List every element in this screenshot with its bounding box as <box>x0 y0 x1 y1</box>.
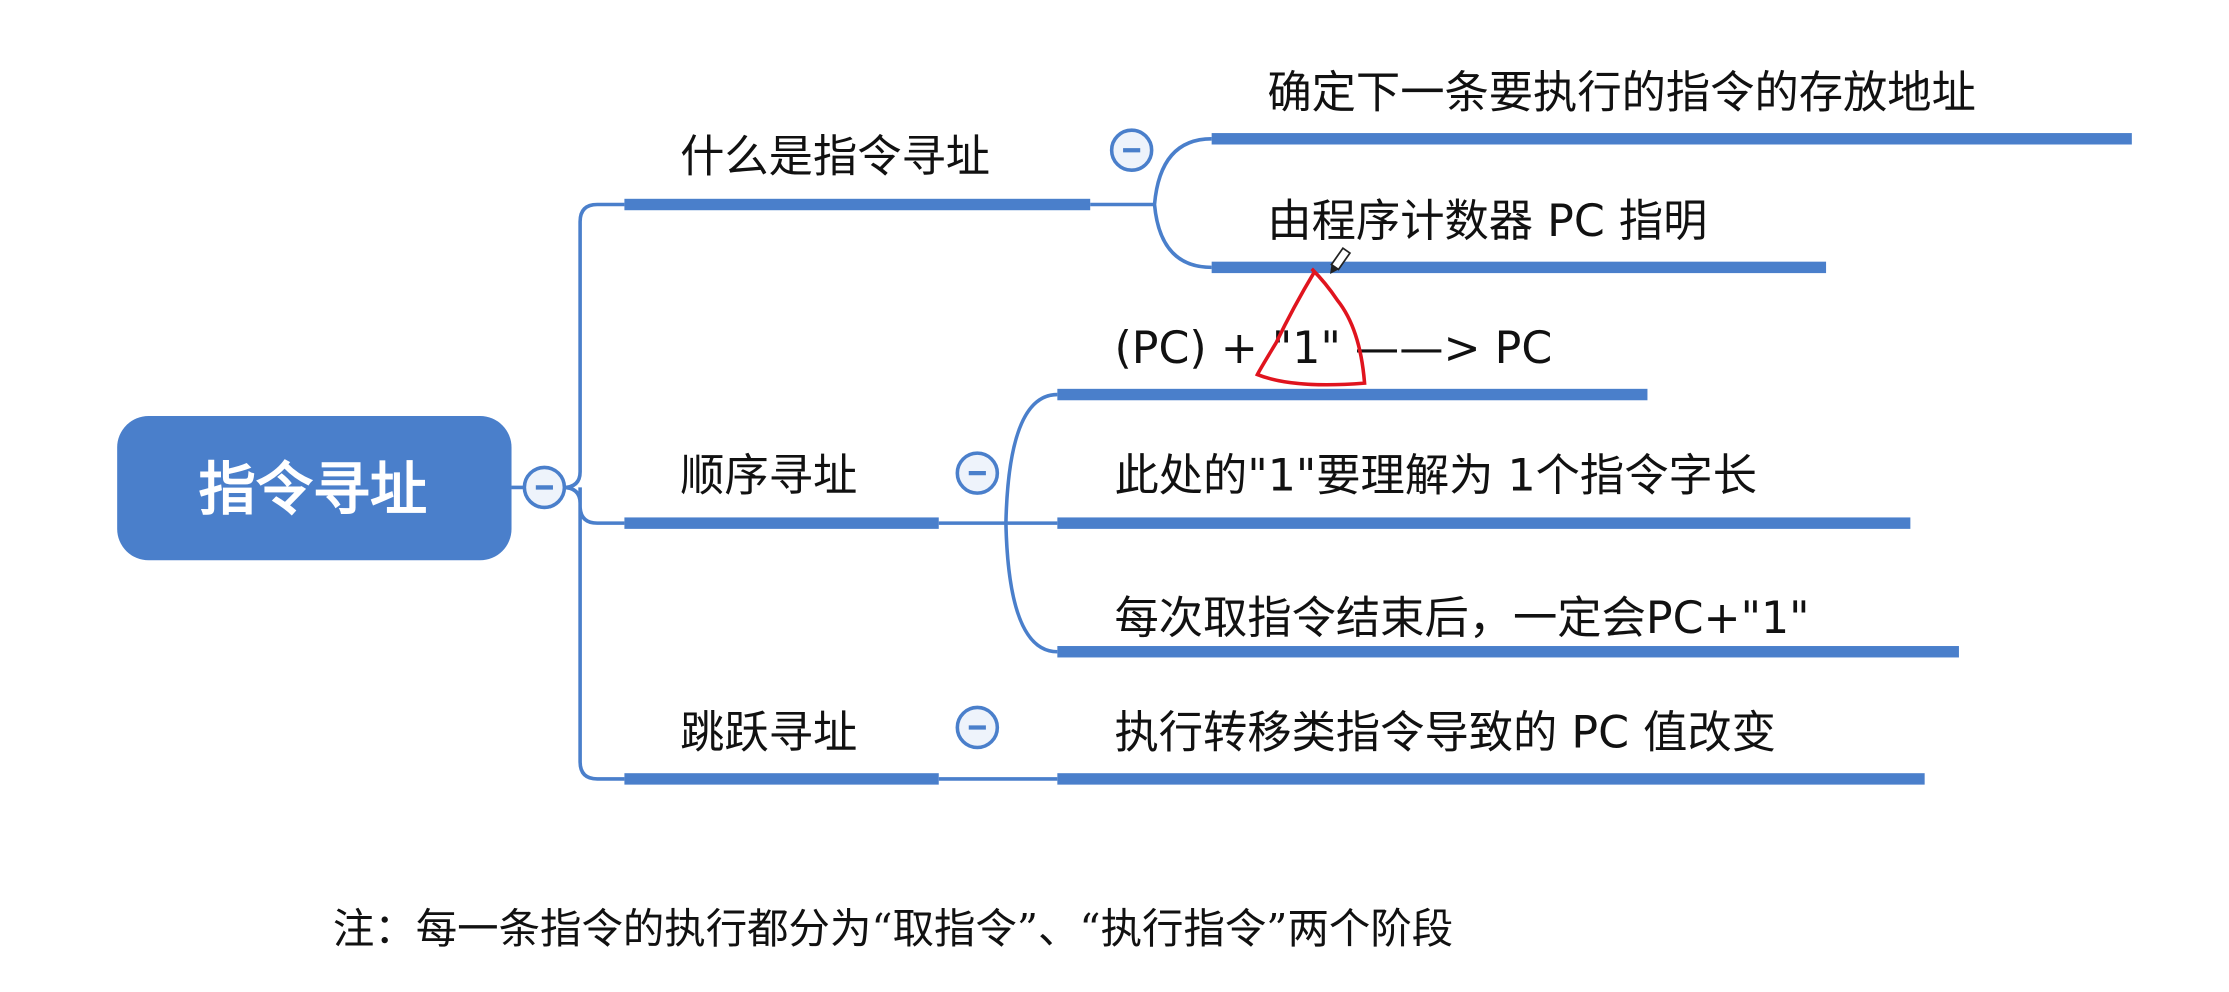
leaf-node[interactable]: 执行转移类指令导致的 PC 值改变 <box>1057 707 1925 785</box>
collapse-root-icon[interactable] <box>522 465 567 510</box>
leaf-label: 确定下一条要执行的指令的存放地址 <box>1267 67 1976 118</box>
branch-node[interactable]: 跳跃寻址 <box>624 707 939 785</box>
leaf-label: (PC) + "1" ——> PC <box>1115 323 1553 374</box>
leaf-node[interactable]: 由程序计数器 PC 指明 <box>1211 196 1827 274</box>
root-node[interactable]: 指令寻址 <box>117 415 512 561</box>
footnote: 注：每一条指令的执行都分为“取指令”、“执行指令”两个阶段 <box>333 905 1453 953</box>
leaf-node[interactable]: 每次取指令结束后，一定会PC+"1" <box>1057 593 1959 658</box>
collapse-branch-icon[interactable] <box>955 451 1000 495</box>
branch1-connector <box>1090 137 1212 270</box>
red-triangle-annotation <box>1254 267 1367 387</box>
leaf-node[interactable]: 此处的"1"要理解为 1个指令字长 <box>1057 450 1911 529</box>
leaf-node[interactable]: 确定下一条要执行的指令的存放地址 <box>1211 67 2132 145</box>
leaf-node[interactable]: (PC) + "1" ——> PC <box>1057 323 1648 401</box>
collapse-branch-icon[interactable] <box>1109 128 1154 173</box>
branch-label: 跳跃寻址 <box>680 707 857 758</box>
collapse-branch-icon[interactable] <box>955 705 1000 750</box>
branch-label: 什么是指令寻址 <box>680 132 990 183</box>
leaf-label: 此处的"1"要理解为 1个指令字长 <box>1115 450 1758 501</box>
branch-node[interactable]: 什么是指令寻址 <box>624 132 1091 211</box>
leaf-label: 执行转移类指令导致的 PC 值改变 <box>1115 707 1776 758</box>
leaf-label: 每次取指令结束后，一定会PC+"1" <box>1115 593 1810 644</box>
leaf-label: 由程序计数器 PC 指明 <box>1267 196 1707 247</box>
branch-label: 顺序寻址 <box>680 450 857 501</box>
branch-node[interactable]: 顺序寻址 <box>624 450 939 529</box>
root-label: 指令寻址 <box>199 457 428 523</box>
branch2-connector <box>938 392 1058 654</box>
pencil-cursor-icon <box>1330 246 1352 275</box>
